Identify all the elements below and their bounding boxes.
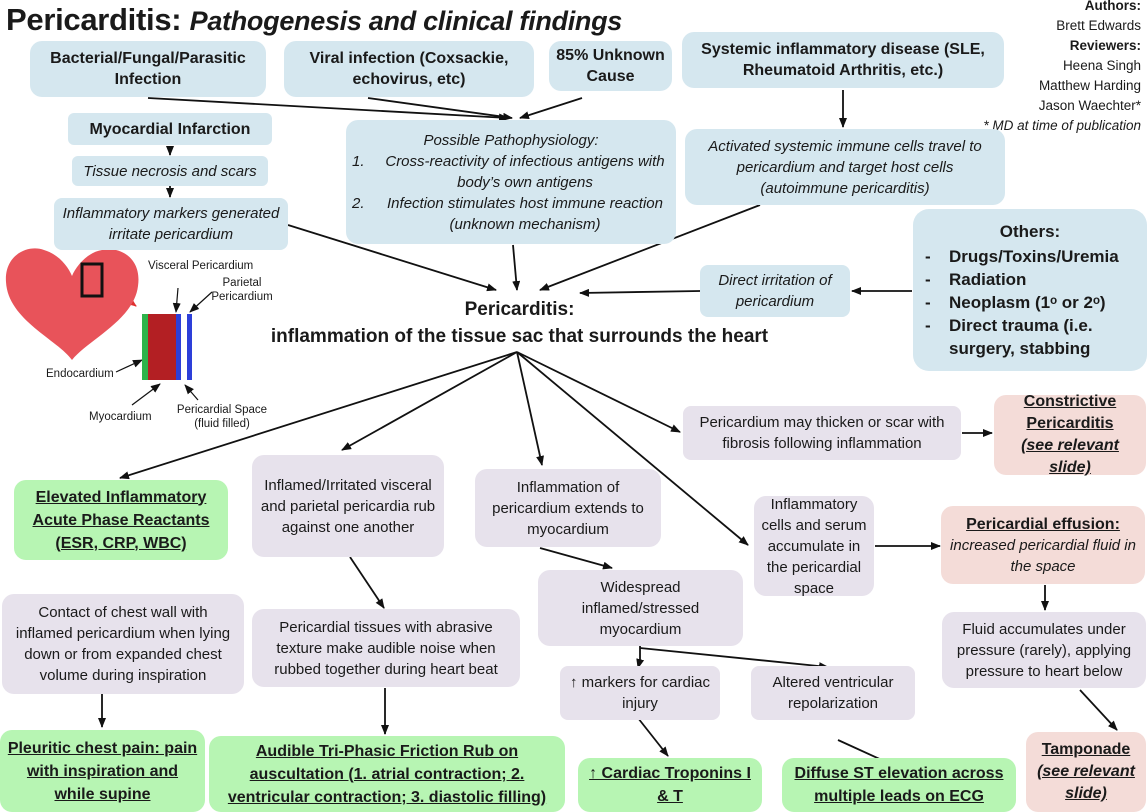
effusion-title: Pericardial effusion:: [966, 515, 1120, 533]
visceral-layer: [176, 314, 181, 380]
others-item: -Direct trauma (i.e. surgery, stabbing: [925, 316, 1093, 358]
others-box: Others: -Drugs/Toxins/Uremia -Radiation …: [913, 209, 1147, 371]
arrow: [636, 645, 645, 669]
reviewer-name: Jason Waechter*: [1038, 98, 1141, 113]
arrow: [637, 717, 669, 757]
credits: Authors: Brett Edwards Reviewers: Heena …: [983, 0, 1141, 136]
abrasive-texture-box: Pericardial tissues with abrasive textur…: [252, 609, 520, 687]
pericardial-space: [181, 314, 187, 380]
tamponade-box: Tamponade (see relevant slide): [1026, 732, 1146, 812]
arrow: [512, 244, 521, 291]
reviewer-name: Heena Singh: [1062, 58, 1141, 73]
others-item: -Neoplasm (1ᵒ or 2ᵒ): [925, 293, 1106, 312]
label-myocardium: Myocardium: [89, 411, 152, 423]
anatomy-pointer: [184, 384, 199, 401]
chest-wall-contact-box: Contact of chest wall with inflamed peri…: [2, 594, 244, 694]
constrictive-pericarditis-box: Constrictive Pericarditis (see relevant …: [994, 393, 1146, 476]
label-parietal: Parietal Pericardium: [211, 277, 273, 303]
anatomy-pointer: [115, 359, 143, 373]
label-visceral: Visceral Pericardium: [148, 260, 254, 272]
cause-unknown-box: 85% Unknown Cause: [549, 41, 672, 91]
arrow: [519, 97, 583, 120]
others-heading: Others:: [999, 222, 1061, 241]
endocardium-layer: [142, 314, 148, 380]
reviewer-name: Matthew Harding: [1038, 78, 1141, 93]
heart-shape: [5, 248, 139, 360]
inflammatory-markers-box: Inflammatory markers generated irritate …: [54, 198, 288, 250]
label-endocardium: Endocardium: [46, 368, 114, 380]
effusion-text: increased pericardial fluid in the space: [950, 536, 1136, 575]
tamponade-title: Tamponade: [1041, 741, 1131, 758]
anatomy-pointer: [131, 383, 161, 406]
troponins-box: ↑ Cardiac Troponins I & T: [578, 758, 762, 812]
anatomy-pointer: [189, 291, 213, 313]
arrow: [539, 204, 761, 291]
arrow: [516, 351, 749, 546]
author-name: Brett Edwards: [1056, 18, 1141, 33]
authors-heading: Authors:: [1084, 0, 1141, 13]
immune-cells-box: Activated systemic immune cells travel t…: [685, 129, 1005, 205]
arrow: [579, 288, 701, 297]
constrictive-title: Constrictive Pericarditis: [1023, 393, 1117, 432]
reviewers-heading: Reviewers:: [1069, 38, 1141, 53]
tamponade-link[interactable]: (see relevant slide): [1037, 763, 1135, 802]
myocardium-layer: [148, 314, 176, 380]
constrictive-link[interactable]: (see relevant slide): [1021, 437, 1119, 476]
arrow: [367, 97, 513, 121]
label-pericardial-space: Pericardial Space (fluid filled): [176, 404, 268, 430]
arrow: [287, 224, 497, 292]
widespread-myocardium-box: Widespread inflamed/stressed myocardium: [538, 570, 743, 646]
rub-box: Inflamed/Irritated visceral and parietal…: [252, 455, 444, 557]
arrow: [639, 647, 829, 671]
fluid-pressure-box: Fluid accumulates under pressure (rarely…: [942, 612, 1146, 688]
pathophysiology-box: Possible Pathophysiology: 1.Cross-reacti…: [346, 120, 676, 244]
anatomy-pointer: [172, 287, 181, 313]
cardiac-markers-box: ↑ markers for cardiac injury: [560, 666, 720, 720]
pathophysiology-item: 1.Cross-reactivity of infectious antigen…: [352, 152, 665, 191]
pathophysiology-heading: Possible Pathophysiology:: [423, 131, 599, 149]
page-title: Pericarditis: Pathogenesis and clinical …: [6, 2, 623, 37]
thicken-scar-box: Pericardium may thicken or scar with fib…: [683, 406, 961, 460]
arrow: [516, 351, 544, 466]
pericarditis-definition: Pericarditis: inflammation of the tissue…: [270, 299, 769, 347]
elevated-reactants-box: Elevated Inflammatory Acute Phase Reacta…: [14, 480, 228, 560]
others-item: -Drugs/Toxins/Uremia: [925, 247, 1119, 266]
arrow: [1079, 689, 1118, 731]
myocardial-infarction-box: Myocardial Infarction: [68, 113, 272, 145]
cause-systemic-box: Systemic inflammatory disease (SLE, Rheu…: [682, 32, 1004, 88]
cause-viral-box: Viral infection (Coxsackie, echovirus, e…: [284, 41, 534, 97]
parietal-layer: [187, 314, 192, 380]
credits-note: * MD at time of publication: [983, 118, 1141, 133]
others-item: -Radiation: [925, 270, 1027, 289]
repolarization-box: Altered ventricular repolarization: [751, 666, 915, 720]
direct-irritation-box: Direct irritation of pericardium: [700, 265, 850, 317]
pericardial-effusion-box: Pericardial effusion: increased pericard…: [941, 506, 1145, 584]
pathophysiology-item: 2.Infection stimulates host immune react…: [352, 194, 663, 233]
cause-bacterial-box: Bacterial/Fungal/Parasitic Infection: [30, 41, 266, 97]
zoom-box: [80, 262, 104, 298]
arrow: [119, 351, 518, 480]
arrow: [341, 351, 518, 451]
inflammatory-cells-box: Inflammatory cells and serum accumulate …: [754, 496, 874, 597]
arrow: [147, 97, 509, 122]
st-elevation-box: Diffuse ST elevation across multiple lea…: [782, 758, 1016, 812]
extends-myocardium-box: Inflammation of pericardium extends to m…: [475, 469, 661, 547]
friction-rub-box: Audible Tri-Phasic Friction Rub on auscu…: [209, 736, 565, 812]
arrow: [349, 556, 385, 609]
tissue-necrosis-box: Tissue necrosis and scars: [72, 156, 268, 186]
pleuritic-pain-box: Pleuritic chest pain: pain with inspirat…: [0, 730, 205, 812]
arrow: [516, 351, 681, 433]
arrow: [539, 547, 613, 570]
